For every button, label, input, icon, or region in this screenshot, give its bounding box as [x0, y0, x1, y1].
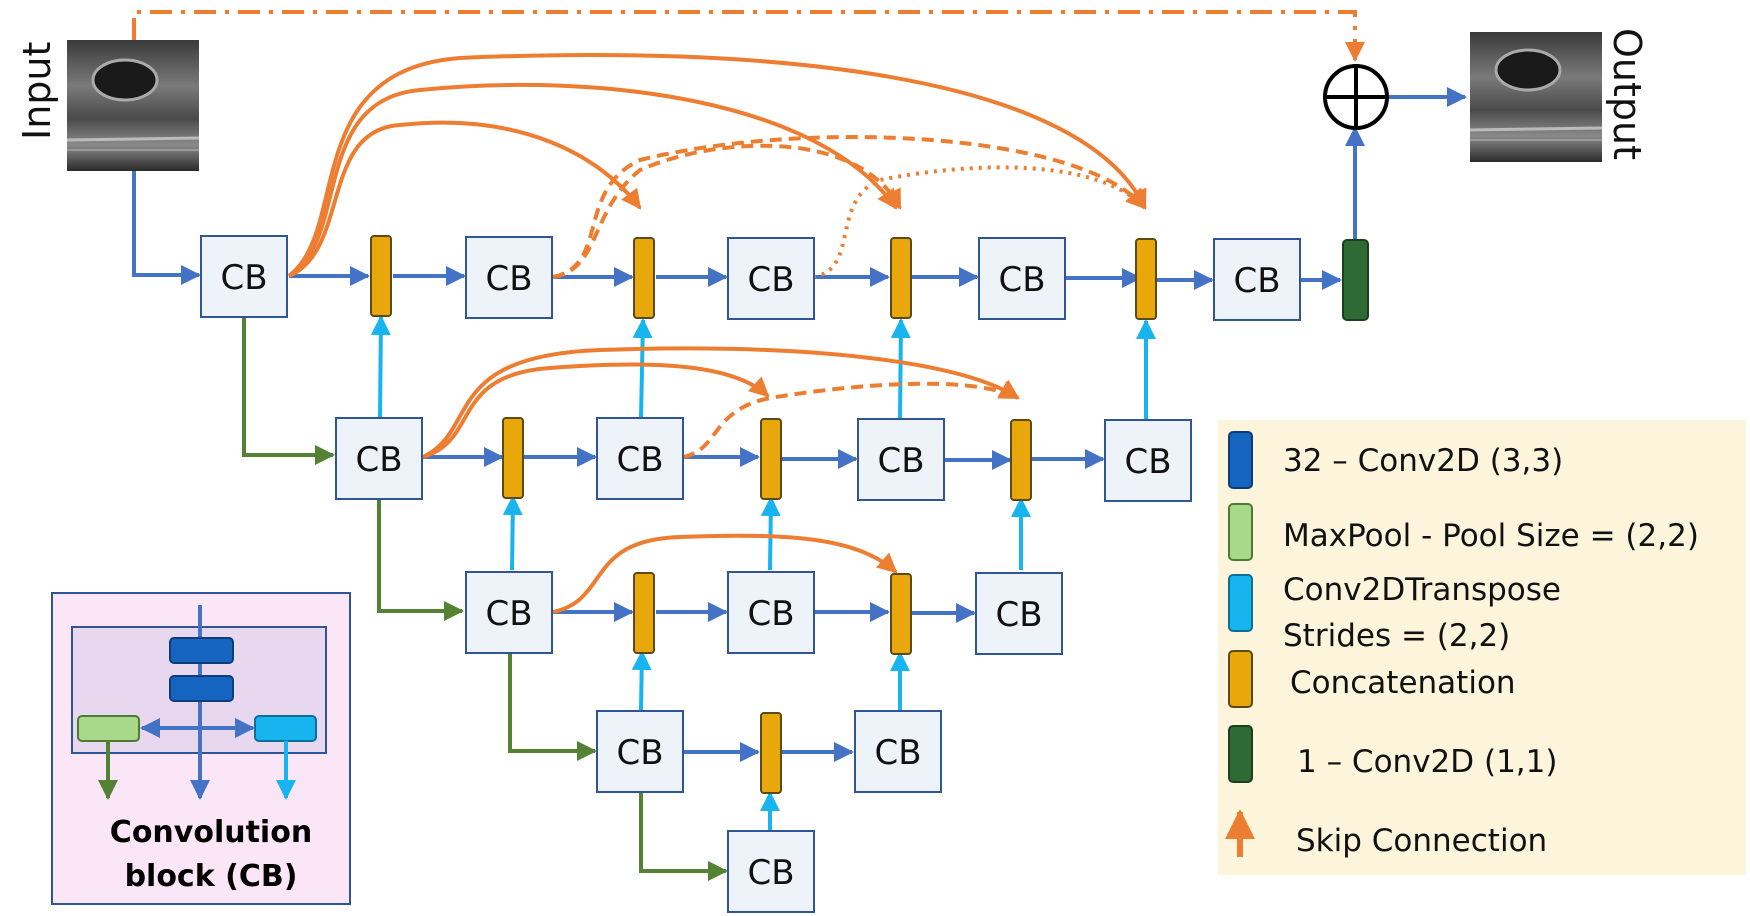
cb-label: CB [1124, 442, 1171, 482]
output-ultrasound-image [1469, 32, 1603, 162]
up-cb30-c21 [631, 650, 652, 711]
legend-label-final-conv: 1 – Conv2D (1,1) [1297, 744, 1557, 780]
skip-cb01-c04 [552, 135, 1147, 279]
concat-0-3 [890, 237, 912, 319]
legend-label-skip: Skip Connection [1296, 823, 1547, 859]
cb-label: CB [877, 441, 924, 481]
skip-cb01-c03 [552, 143, 902, 279]
input-ultrasound-image [66, 40, 200, 171]
legend-label-conv2dtranspose-line-1: Conv2DTranspose [1283, 572, 1561, 608]
cb-label: CB [747, 853, 794, 893]
concat-3-1 [760, 712, 782, 794]
cb-label: CB [616, 733, 663, 773]
down-cb20-cb30 [508, 654, 597, 761]
legend-swatch-concatenation [1228, 650, 1253, 708]
cb-label: CB [998, 260, 1045, 300]
legend-swatch-maxpool [1228, 503, 1253, 561]
cb-label: CB [616, 440, 663, 480]
cb-3-0: CB [596, 710, 684, 793]
cb-label: CB [995, 595, 1042, 635]
inset-conv2d-1 [169, 637, 234, 664]
inset-maxpool [77, 715, 140, 742]
cb-2-1: CB [727, 571, 815, 654]
down-cb00-cb10 [242, 318, 335, 465]
down-cb30-cb40 [639, 792, 728, 881]
cb-label: CB [874, 733, 921, 773]
up-cb10-c01 [370, 315, 391, 418]
cb-0-3: CB [978, 237, 1066, 320]
cb-2-0: CB [465, 571, 553, 654]
concat-0-1 [370, 235, 392, 317]
legend-label-maxpool: MaxPool - Pool Size = (2,2) [1283, 518, 1699, 554]
sum-node [1323, 64, 1389, 130]
global-residual-connection [132, 10, 1365, 62]
inset-conv2d-2 [169, 675, 234, 702]
skip-cb00-c03 [287, 82, 898, 278]
inset-conv2dtranspose [254, 715, 317, 742]
legend-swatch-conv2d [1228, 431, 1253, 489]
cb-label: CB [220, 258, 267, 298]
cb-4-0: CB [727, 830, 815, 913]
cb-1-0: CB [335, 417, 423, 500]
cb-1-1: CB [596, 417, 684, 500]
skip-cb00-c04 [287, 52, 1147, 278]
cb-label: CB [355, 440, 402, 480]
cb-label: CB [747, 260, 794, 300]
concat-2-1 [633, 572, 655, 654]
legend-swatch-conv2dtranspose [1228, 574, 1253, 632]
concat-1-1 [502, 417, 524, 499]
up-cb11-c02 [632, 318, 653, 419]
cb-0-0: CB [200, 235, 288, 318]
cb-label: CB [485, 259, 532, 299]
concat-1-3 [1010, 419, 1032, 501]
cb-1-3: CB [1104, 419, 1192, 502]
up-cb20-c11 [502, 495, 523, 571]
concat-0-2 [633, 237, 655, 319]
cb-0-2: CB [727, 237, 815, 320]
legend-label-conv2d: 32 – Conv2D (3,3) [1283, 443, 1563, 479]
concat-2-2 [890, 573, 912, 655]
skip-cb10-c12 [422, 362, 770, 459]
concat-0-4 [1135, 238, 1157, 320]
skip-cb11-c13 [682, 380, 1020, 459]
skip-cb20-c22 [552, 533, 898, 614]
cb-0-4: CB [1213, 238, 1301, 321]
cb-3-1: CB [854, 710, 942, 793]
conv-block-detail: Convolution block (CB) [77, 605, 317, 894]
input-label: Input [15, 42, 59, 140]
inset-title-line-1: Convolution [110, 815, 312, 850]
cb-1-2: CB [857, 418, 945, 501]
inset-title-line-2: block (CB) [125, 859, 298, 894]
cb-label: CB [747, 594, 794, 634]
skip-cb10-c13 [422, 346, 1020, 459]
up-cb12-c03 [890, 318, 911, 420]
legend: 32 – Conv2D (3,3) MaxPool - Pool Size = … [1225, 431, 1699, 859]
cb-label: CB [485, 594, 532, 634]
cb-label: CB [1233, 261, 1280, 301]
cb-2-2: CB [975, 572, 1063, 655]
down-cb10-cb20 [377, 500, 464, 621]
legend-panel [1218, 420, 1746, 875]
legend-label-conv2dtranspose-line-2: Strides = (2,2) [1283, 618, 1510, 654]
legend-label-concatenation: Concatenation [1290, 665, 1516, 701]
flow-input-to-cb00 [132, 171, 201, 285]
up-cb21-c12 [760, 496, 781, 571]
output-label: Output [1605, 28, 1649, 160]
final-conv-1x1 [1342, 239, 1369, 321]
legend-swatch-final-conv [1228, 725, 1253, 783]
skip-cb00-c02 [288, 120, 642, 278]
concat-1-2 [760, 418, 782, 500]
cb-0-1: CB [465, 236, 553, 319]
